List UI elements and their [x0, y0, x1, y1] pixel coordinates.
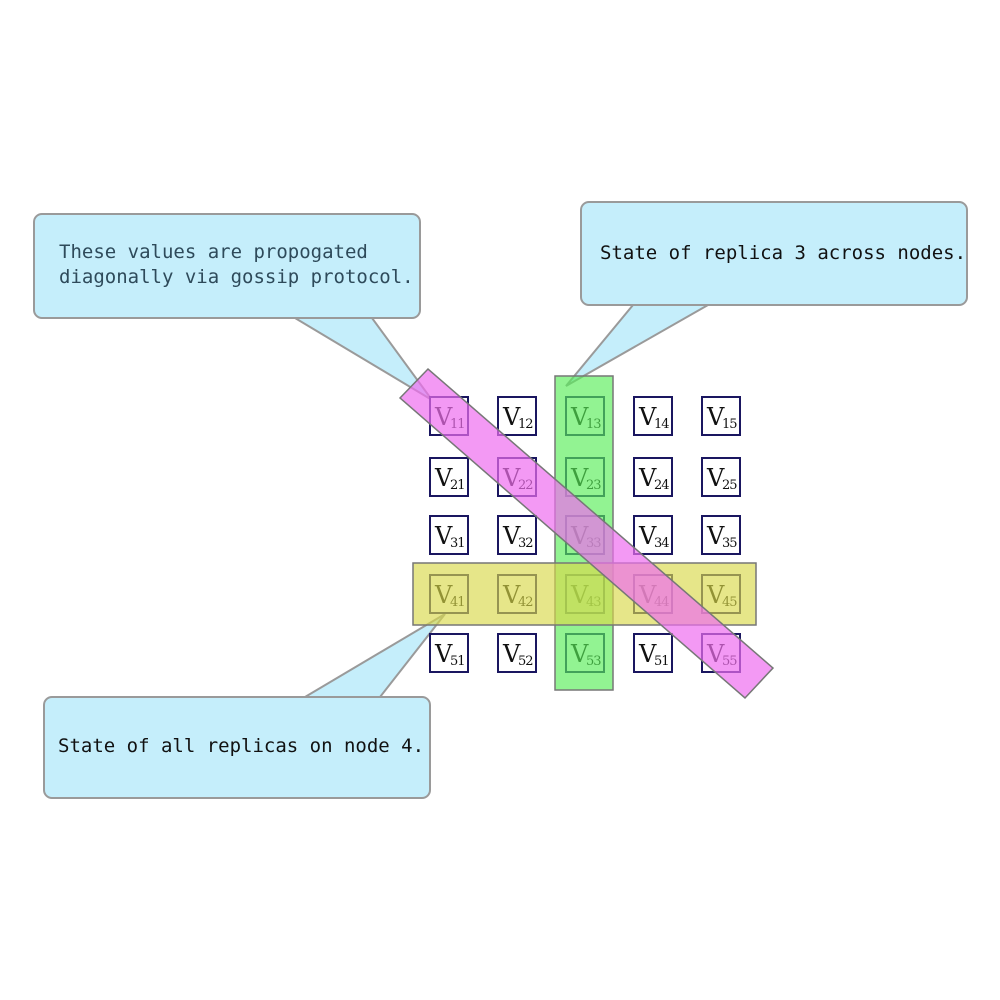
grid-cell-box: [633, 457, 673, 497]
grid-cell-value: V: [434, 640, 453, 668]
grid-cell: V35: [701, 515, 741, 555]
callout-diagonal: These values are propogated diagonally v…: [33, 213, 421, 319]
grid-cell-value: V: [638, 640, 657, 668]
grid-cell-box: [497, 515, 537, 555]
callout-diagonal-box: [33, 213, 421, 319]
grid-cell-subscript: 25: [722, 478, 737, 493]
grid-cell-subscript: 15: [722, 417, 737, 432]
grid-cell: V32: [497, 515, 537, 555]
grid-cell-subscript: 21: [450, 478, 465, 493]
grid-cell-value: V: [502, 640, 521, 668]
grid-cell-subscript: 12: [518, 417, 533, 432]
callout-row-tail: [301, 613, 446, 698]
grid-cell-value: V: [706, 522, 725, 550]
grid-cell-value: V: [638, 522, 657, 550]
gossip-diagonal-highlight: [398, 367, 775, 700]
grid-cell-box: [633, 633, 673, 673]
callout-diagonal-line-1: These values are propogated: [59, 241, 368, 263]
grid-cell-value: V: [434, 464, 453, 492]
grid-cell: V51: [633, 633, 673, 673]
grid-cell: V12: [497, 396, 537, 436]
grid-cell-subscript: 32: [518, 536, 533, 551]
callout-diagonal-line-2: diagonally via gossip protocol.: [59, 266, 414, 288]
callout-row: State of all replicas on node 4.: [43, 696, 431, 799]
callout-row-line-1: State of all replicas on node 4.: [58, 735, 424, 757]
grid-cell: V31: [429, 515, 469, 555]
grid-cell-subscript: 52: [518, 654, 533, 669]
grid-cell-subscript: 24: [654, 478, 669, 493]
grid-cell-value: V: [502, 522, 521, 550]
grid-cell: V34: [633, 515, 673, 555]
grid-cell-box: [633, 396, 673, 436]
grid-cell-box: [701, 515, 741, 555]
grid-cell-subscript: 51: [450, 654, 465, 669]
grid-cell-box: [701, 457, 741, 497]
grid-cell-box: [633, 515, 673, 555]
grid-cell: V24: [633, 457, 673, 497]
grid-cell-box: [497, 633, 537, 673]
grid-cell-subscript: 51: [654, 654, 669, 669]
callout-column-tail: [565, 304, 712, 387]
grid-cell: V15: [701, 396, 741, 436]
grid-cell-subscript: 34: [654, 536, 669, 551]
grid-cell: V25: [701, 457, 741, 497]
grid-cell-subscript: 35: [722, 536, 737, 551]
callout-column-line-1: State of replica 3 across nodes.: [600, 242, 966, 264]
callout-column-box: [580, 201, 968, 306]
callout-row-box: [43, 696, 431, 799]
grid-cell-box: [429, 515, 469, 555]
grid-cell-value: V: [638, 403, 657, 431]
grid-cell-box: [429, 633, 469, 673]
grid-cell-box: [497, 396, 537, 436]
grid-cell: V14: [633, 396, 673, 436]
grid-cell-value: V: [638, 464, 657, 492]
grid-cell-box: [701, 396, 741, 436]
grid-cell-value: V: [434, 522, 453, 550]
grid-cell-subscript: 14: [654, 417, 669, 432]
grid-cell: V52: [497, 633, 537, 673]
grid-cell-value: V: [502, 403, 521, 431]
grid-cell-value: V: [706, 464, 725, 492]
grid-cell: V21: [429, 457, 469, 497]
grid-cell-box: [429, 457, 469, 497]
grid-cell-value: V: [706, 403, 725, 431]
callout-column: State of replica 3 across nodes.: [580, 201, 968, 306]
grid-cell: V51: [429, 633, 469, 673]
grid-cell-subscript: 31: [450, 536, 465, 551]
